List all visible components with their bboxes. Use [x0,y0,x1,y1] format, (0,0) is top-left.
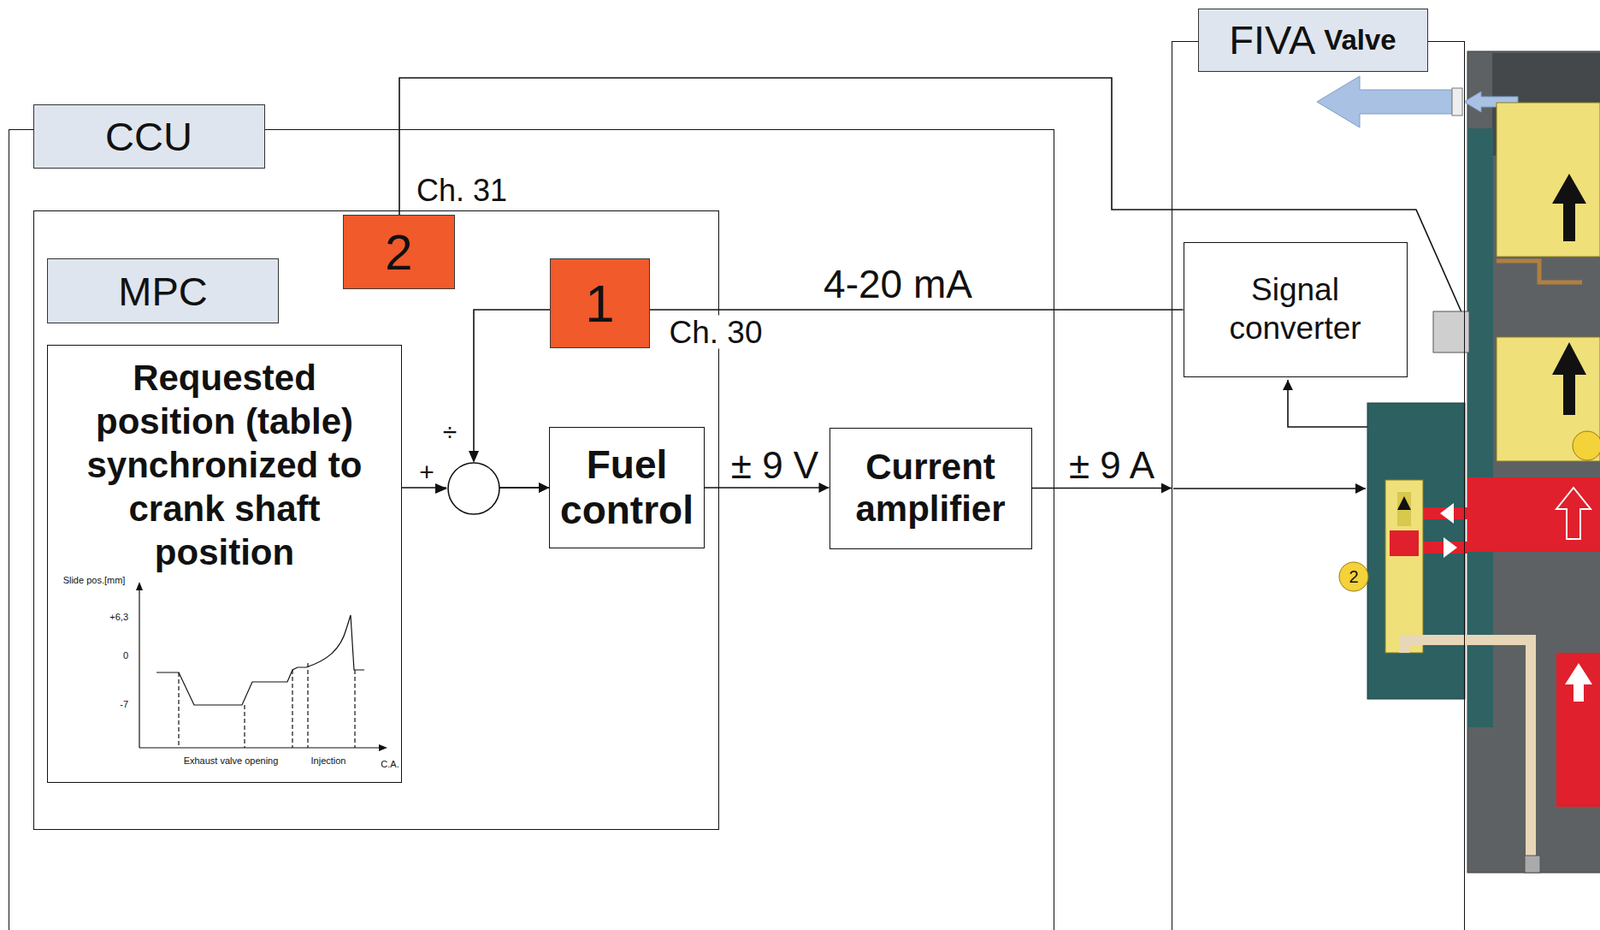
fiva-valve-illustration [1496,102,1600,257]
fiva-valve-illustration [1397,491,1412,526]
drive-wire [1173,487,1366,490]
axis-annotation: Injection [311,755,347,766]
axis-title: C.A. [380,759,399,769]
position-chart [378,743,388,751]
fiva-valve-illustration [1552,342,1587,415]
heading-box: FIVAValve [1198,8,1429,72]
signal-label: ± 9 A [1068,446,1155,485]
operator-sign: ÷ [442,419,457,445]
unit-subtitle: Valve [1323,25,1396,54]
fiva-valve-illustration [1452,88,1463,116]
fiva-valve-illustration [1316,76,1453,128]
callout-number: 1 [549,258,650,349]
fiva-valve-illustration [1367,402,1465,699]
signal-line [401,486,550,489]
unit-name: FIVA [1228,19,1316,60]
axis-tick: +6,3 [109,612,129,622]
fiva-valve-illustration [1496,260,1583,283]
feedback-wire [1287,379,1368,427]
fiva-valve-illustration [1397,495,1412,510]
position-chart [354,669,355,748]
position-chart [156,614,365,705]
process-box: Current amplifier [829,427,1033,550]
position-table-box: Requested position (table) synchronized … [47,344,402,783]
signal-line [1032,487,1173,490]
fiva-valve-illustration [1524,855,1541,873]
fiva-valve-illustration [1552,173,1587,242]
heading-box: CCU [33,104,266,169]
box-label: Fuel control [558,442,697,533]
operator-sign: + [419,459,435,485]
callout-number: 2 [1348,567,1358,585]
control-unit-frame: CCUMPC21Requested position (table) synch… [8,129,1055,930]
axis-title: Slide pos.[mm] [63,575,126,585]
callout-number: 2 [342,214,455,290]
valve-frame: FIVAValveSignal converter [1171,41,1465,930]
axis-tick: 0 [123,650,129,661]
channel-label: Ch. 30 [666,315,765,349]
box-text: Requested position (table) synchronized … [74,355,376,574]
signal-line [473,309,550,488]
fiva-valve-illustration [1404,639,1531,856]
process-box: Fuel control [549,426,705,549]
fiva-valve-illustration [1339,561,1369,591]
heading-box: MPC [47,258,279,324]
summing-junction [435,483,448,494]
axis-tick: -7 [119,699,129,709]
box-label: Current amplifier [838,446,1023,530]
position-chart [307,662,308,748]
summing-junction [435,450,500,514]
channel-label: Ch. 31 [416,175,508,207]
signal-line [649,308,1184,311]
fiva-valve-illustration [1443,537,1458,558]
fiva-valve-illustration [1389,530,1419,556]
fiva-valve-illustration [1564,662,1593,702]
box-label: Signal converter [1192,271,1398,348]
summing-junction [448,462,500,514]
position-chart [139,746,381,748]
unit-name: CCU [105,116,193,157]
fiva-valve-illustration [1385,479,1423,653]
axis-annotation: Exhaust valve opening [183,755,279,766]
position-chart [135,581,143,591]
fiva-valve-illustration [1556,487,1591,539]
signal-label: 4-20 mA [823,264,973,304]
fiva-valve-illustration [1556,652,1600,807]
position-chart [138,588,140,748]
fiva-valve-illustration [1433,311,1470,353]
position-chart [177,672,179,748]
signal-label: ± 9 V [731,446,819,485]
feedback-wire [1287,379,1368,427]
callout-text: 2 [384,227,413,278]
unit-name: MPC [118,271,207,312]
signal-line [704,486,830,489]
process-box: Signal converter [1183,242,1408,378]
position-chart [291,669,293,748]
callout-text: 1 [584,277,615,331]
fiva-valve-illustration [1316,51,1600,873]
drive-wire [1173,487,1366,490]
fiva-valve-illustration [1572,430,1600,461]
position-chart [135,581,388,751]
controller-frame: MPC 2 1Requested position (table) synchron… [33,210,720,830]
fiva-valve-illustration [1440,502,1454,524]
position-chart [243,704,245,748]
fiva-valve-illustration [1467,477,1600,552]
